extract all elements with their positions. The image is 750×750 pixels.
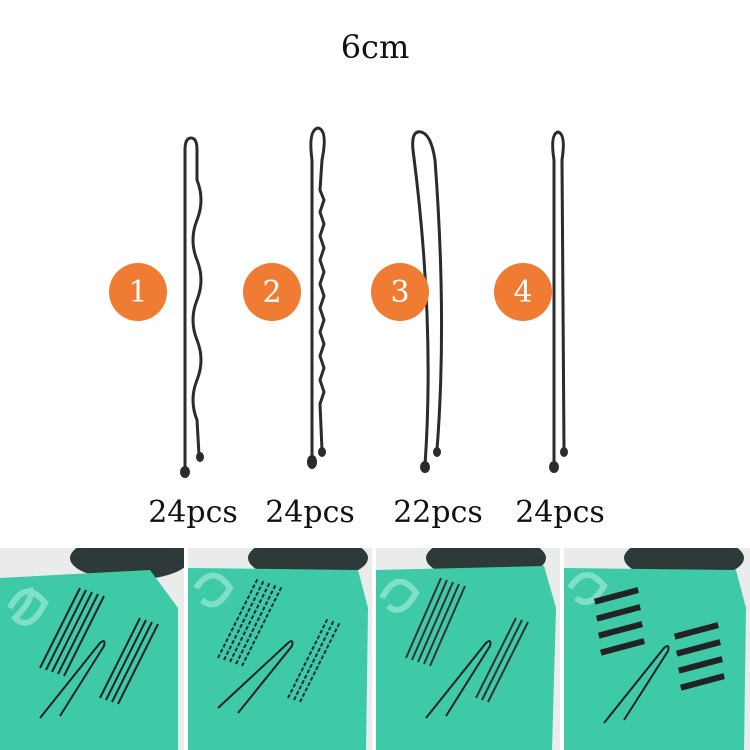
product-photo-2 bbox=[188, 548, 372, 750]
pin-1-number-badge: 1 bbox=[109, 263, 167, 321]
product-photo-3 bbox=[376, 548, 560, 750]
pin-4-count: 24pcs bbox=[515, 495, 605, 530]
product-photo-1 bbox=[0, 548, 184, 750]
bobby-pin-3-image bbox=[411, 130, 444, 473]
size-title: 6cm bbox=[340, 28, 410, 66]
pin-4-number-badge: 4 bbox=[494, 263, 552, 321]
product-photo-4 bbox=[564, 548, 750, 750]
pin-lineup: 1 2 3 4 bbox=[0, 120, 750, 490]
bobby-pin-2-image bbox=[307, 126, 326, 469]
pin-1-count: 24pcs bbox=[148, 495, 238, 530]
bobby-pin-1-image bbox=[180, 136, 204, 478]
pin-2-number-badge: 2 bbox=[243, 263, 301, 321]
pin-2-count: 24pcs bbox=[265, 495, 355, 530]
pin-3-number-badge: 3 bbox=[371, 263, 429, 321]
product-photo-strip bbox=[0, 548, 750, 750]
pin-3-count: 22pcs bbox=[393, 495, 483, 530]
bobby-pin-4-image bbox=[549, 130, 568, 473]
